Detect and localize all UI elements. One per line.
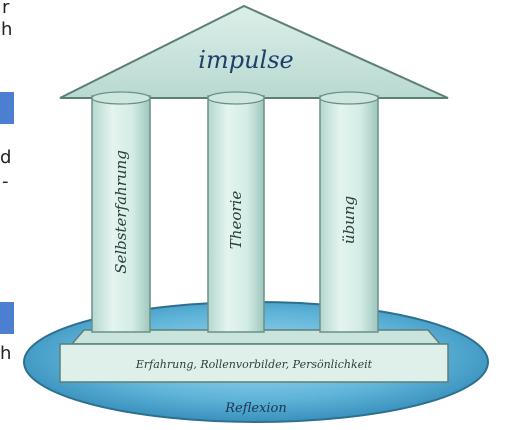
- foundation-label: Reflexion: [224, 401, 287, 416]
- edge-text-fragment: h: [1, 19, 13, 40]
- pillar-3: [319, 95, 379, 333]
- pillar-3-label: übung: [340, 196, 358, 244]
- base-plinth: [59, 343, 449, 383]
- roof-label: impulse: [198, 46, 293, 74]
- edge-text-fragment: d: [0, 147, 12, 168]
- pillar-1-capital: [91, 91, 151, 105]
- edge-text-fragment: r: [2, 0, 10, 18]
- base-label: Erfahrung, Rollenvorbilder, Persönlichke…: [135, 358, 373, 371]
- pillar-2-label: Theorie: [227, 191, 245, 250]
- side-marker: [0, 92, 14, 124]
- pillar-1: [91, 95, 151, 333]
- pillar-1-label: Selbsterfahrung: [112, 150, 130, 274]
- edge-text-fragment: h: [0, 343, 12, 364]
- edge-text-fragment: -: [2, 171, 9, 192]
- pillar-2-capital: [207, 91, 265, 105]
- side-marker: [0, 302, 14, 334]
- pillar-3-capital: [319, 91, 379, 105]
- pillar-2: [207, 95, 265, 333]
